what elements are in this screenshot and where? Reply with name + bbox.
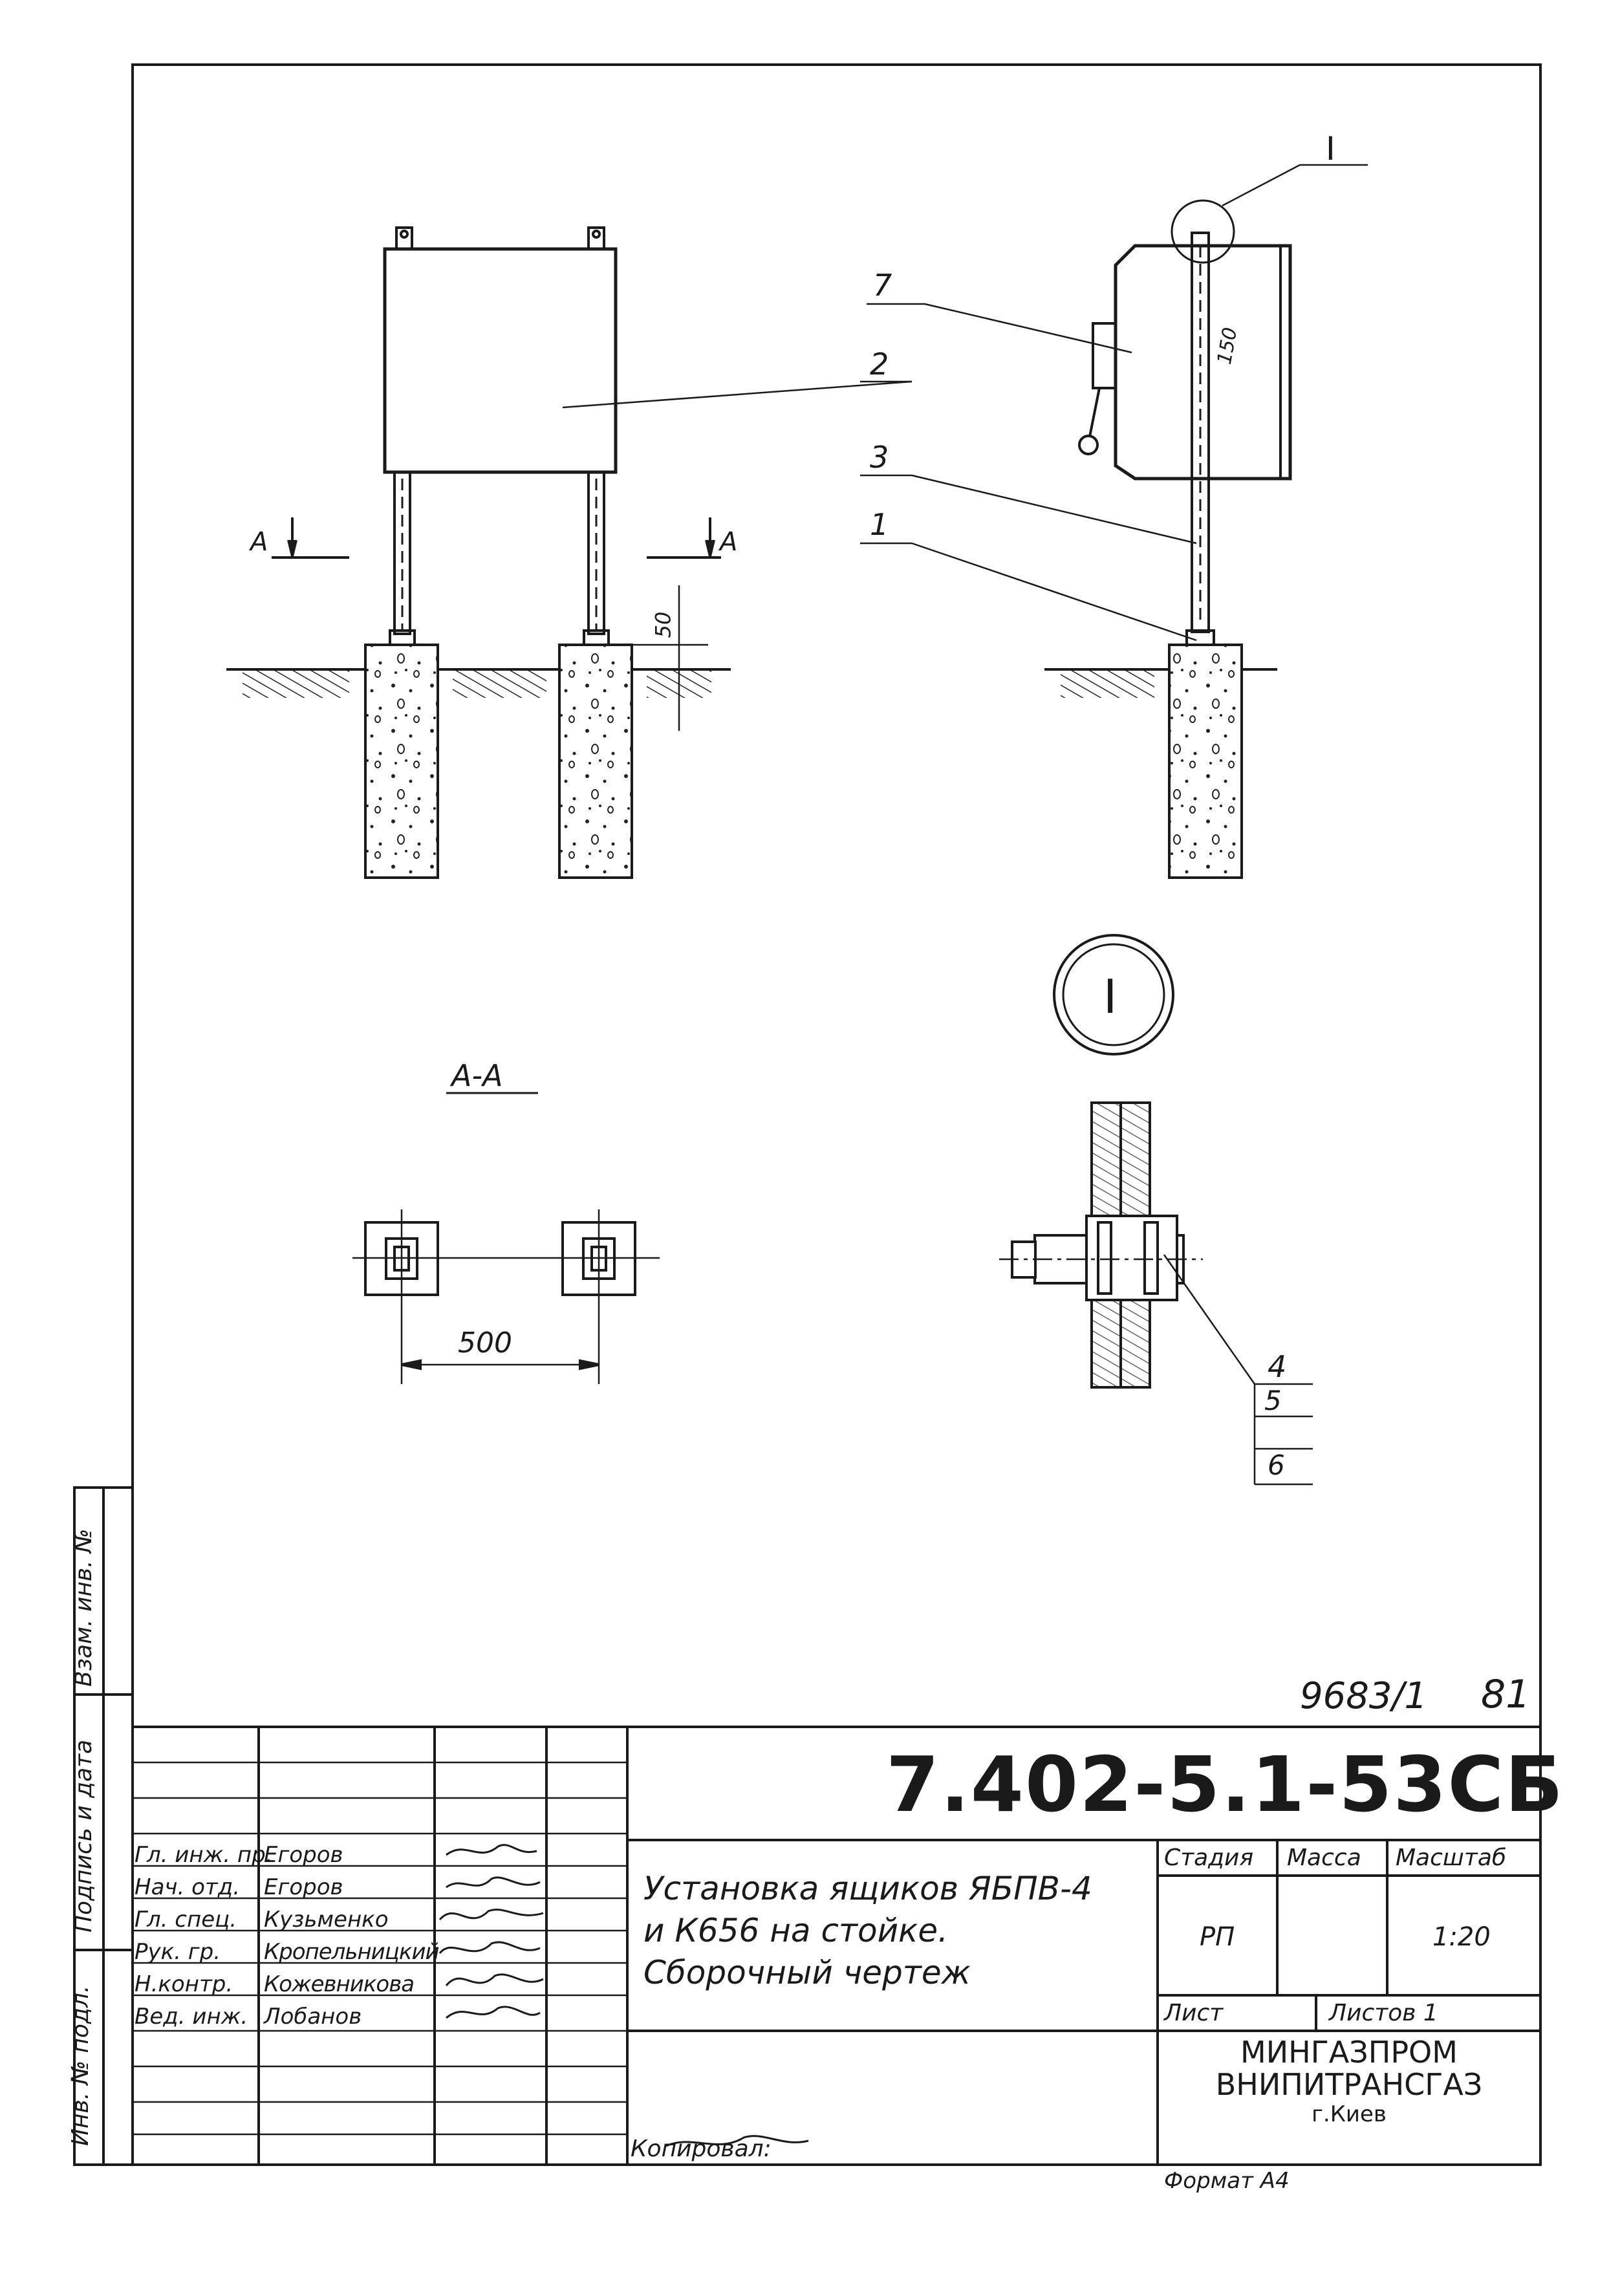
detail-mark-label: I (1326, 130, 1335, 168)
callout-6: 6 (1268, 1449, 1285, 1481)
drawing-title-line-1: Установка ящиков ЯБПВ-4 (643, 1870, 1092, 1907)
callout-3: 3 (870, 440, 889, 475)
role-label: Гл. спец. (135, 1907, 237, 1933)
stage-header: Стадия (1164, 1845, 1254, 1871)
role-name: Кожевникова (264, 1971, 415, 1997)
drawing-title-line-2: и К656 на стойке. (643, 1912, 948, 1949)
sheets-header: Листов 1 (1329, 2000, 1438, 2026)
cabinet-side (1114, 244, 1292, 481)
detail-callout-circle (1171, 199, 1235, 264)
role-label: Нач. отд. (135, 1874, 241, 1900)
cabinet-front (383, 247, 618, 474)
archive-number: 9683/1 (1300, 1675, 1428, 1717)
callout-1: 1 (870, 507, 889, 542)
side-view (860, 164, 1368, 879)
stage-value: РП (1200, 1922, 1235, 1952)
margin-stamp-replace-inv: Взам. инв. № (70, 1528, 97, 1687)
section-title: А-А (451, 1058, 503, 1093)
archive-sheet-number: 81 (1481, 1672, 1531, 1717)
section-mark-right: А (720, 527, 738, 557)
callout-4: 4 (1268, 1349, 1287, 1384)
post-height-dimension: 50 (651, 611, 676, 638)
scale-value: 1:20 (1432, 1922, 1491, 1952)
detail-i (999, 934, 1313, 1486)
role-label: Н.контр. (135, 1971, 233, 1997)
scale-header: Масштаб (1396, 1845, 1507, 1871)
callout-2: 2 (870, 347, 889, 382)
role-label: Гл. инж. пр. (135, 1842, 273, 1868)
sheet-header: Лист (1164, 2000, 1224, 2026)
drawing-frame (131, 63, 1542, 2166)
margin-stamp-orig-inv: Инв. № подл. (67, 1985, 94, 2146)
mass-header: Масса (1287, 1845, 1361, 1871)
title-block-grid (133, 1726, 1540, 2165)
role-name: Лобанов (264, 2004, 362, 2030)
footing-right (558, 644, 633, 879)
spacing-dimension: 500 (458, 1327, 512, 1359)
role-label: Рук. гр. (135, 1939, 221, 1965)
format-label: Формат А4 (1164, 2168, 1290, 2194)
organization-line-2: ВНИПИТРАНСГАЗ (1215, 2067, 1483, 2102)
signatures (438, 1844, 809, 2147)
section-mark-left: А (250, 527, 268, 557)
role-name: Егоров (264, 1842, 343, 1868)
copied-label: Копировал: (631, 2136, 772, 2162)
organization-line-1: МИНГАЗПРОМ (1240, 2035, 1458, 2070)
section-a-a (352, 1092, 660, 1384)
role-name: Егоров (264, 1874, 343, 1900)
drawing-title-line-3: Сборочный чертеж (643, 1954, 971, 1991)
callout-5: 5 (1264, 1385, 1282, 1416)
role-name: Кузьменко (264, 1907, 389, 1933)
callout-7: 7 (873, 268, 892, 303)
drawing-designation: 7.402-5.1-53СБ (886, 1740, 1564, 1829)
role-label: Вед. инж. (135, 2004, 248, 2030)
front-view (226, 226, 913, 879)
footing-left (364, 644, 439, 879)
detail-circle-label: I (1103, 969, 1118, 1024)
footing-side (1168, 644, 1243, 879)
role-name: Кропельницкий (264, 1939, 440, 1965)
organization-line-3: г.Киев (1312, 2101, 1387, 2127)
margin-stamp-sign-date: Подпись и дата (70, 1739, 97, 1933)
